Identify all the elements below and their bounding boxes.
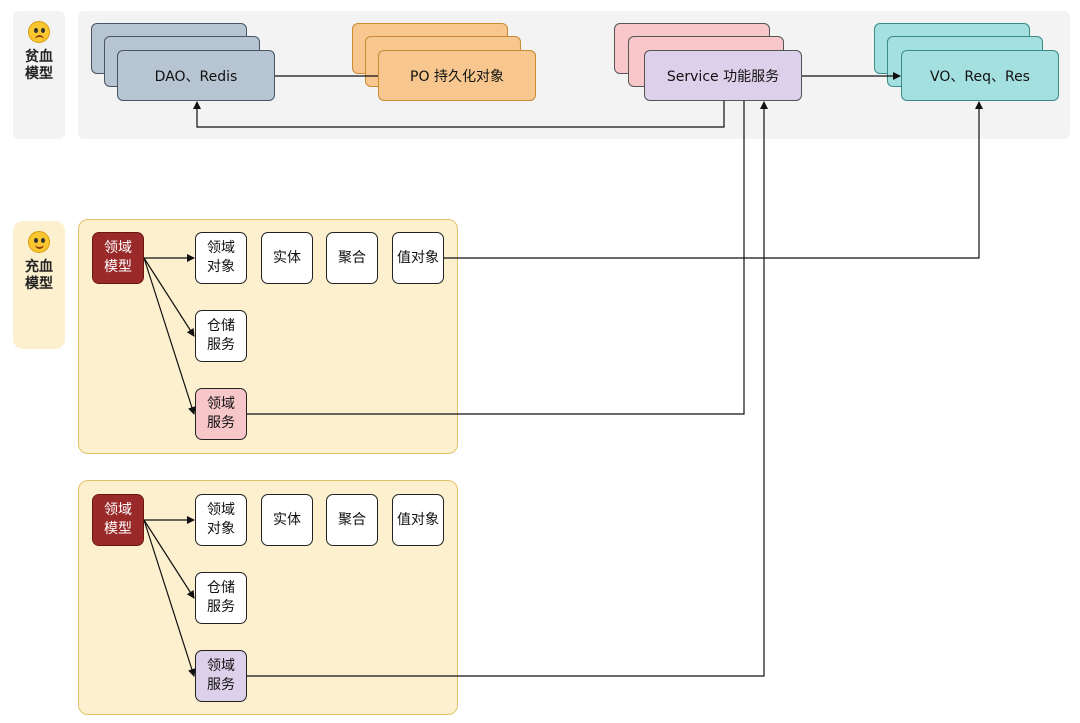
domain-object-box-1: 领域 对象 <box>195 232 247 284</box>
anemic-label-panel: 贫血 模型 <box>13 11 65 139</box>
anemic-label: 贫血 模型 <box>25 49 53 82</box>
service-node: Service 功能服务 <box>644 50 802 101</box>
po-node: PO 持久化对象 <box>378 50 536 101</box>
value-object-box-2: 值对象 <box>392 494 444 546</box>
aggregate-box-2: 聚合 <box>326 494 378 546</box>
repository-service-box-2: 仓储 服务 <box>195 572 247 624</box>
dao-label: DAO、Redis <box>154 68 238 85</box>
domain-service-box-1: 领域 服务 <box>195 388 247 440</box>
rich-emoji-icon <box>28 231 50 253</box>
aggregate-box-1: 聚合 <box>326 232 378 284</box>
repository-service-box-1: 仓储 服务 <box>195 310 247 362</box>
po-label: PO 持久化对象 <box>410 68 504 85</box>
entity-box-2: 实体 <box>261 494 313 546</box>
dao-node: DAO、Redis <box>117 50 275 101</box>
domain-service-box-2: 领域 服务 <box>195 650 247 702</box>
rich-label-panel: 充血 模型 <box>13 221 65 349</box>
value-object-box-1: 值对象 <box>392 232 444 284</box>
rich-label: 充血 模型 <box>25 259 53 292</box>
vo-node: VO、Req、Res <box>901 50 1059 101</box>
vo-label: VO、Req、Res <box>930 68 1030 85</box>
domain-object-box-2: 领域 对象 <box>195 494 247 546</box>
entity-box-1: 实体 <box>261 232 313 284</box>
service-label: Service 功能服务 <box>666 68 780 85</box>
domain-model-root-1: 领域 模型 <box>92 232 144 284</box>
domain-model-root-2: 领域 模型 <box>92 494 144 546</box>
anemic-emoji-icon <box>28 21 50 43</box>
